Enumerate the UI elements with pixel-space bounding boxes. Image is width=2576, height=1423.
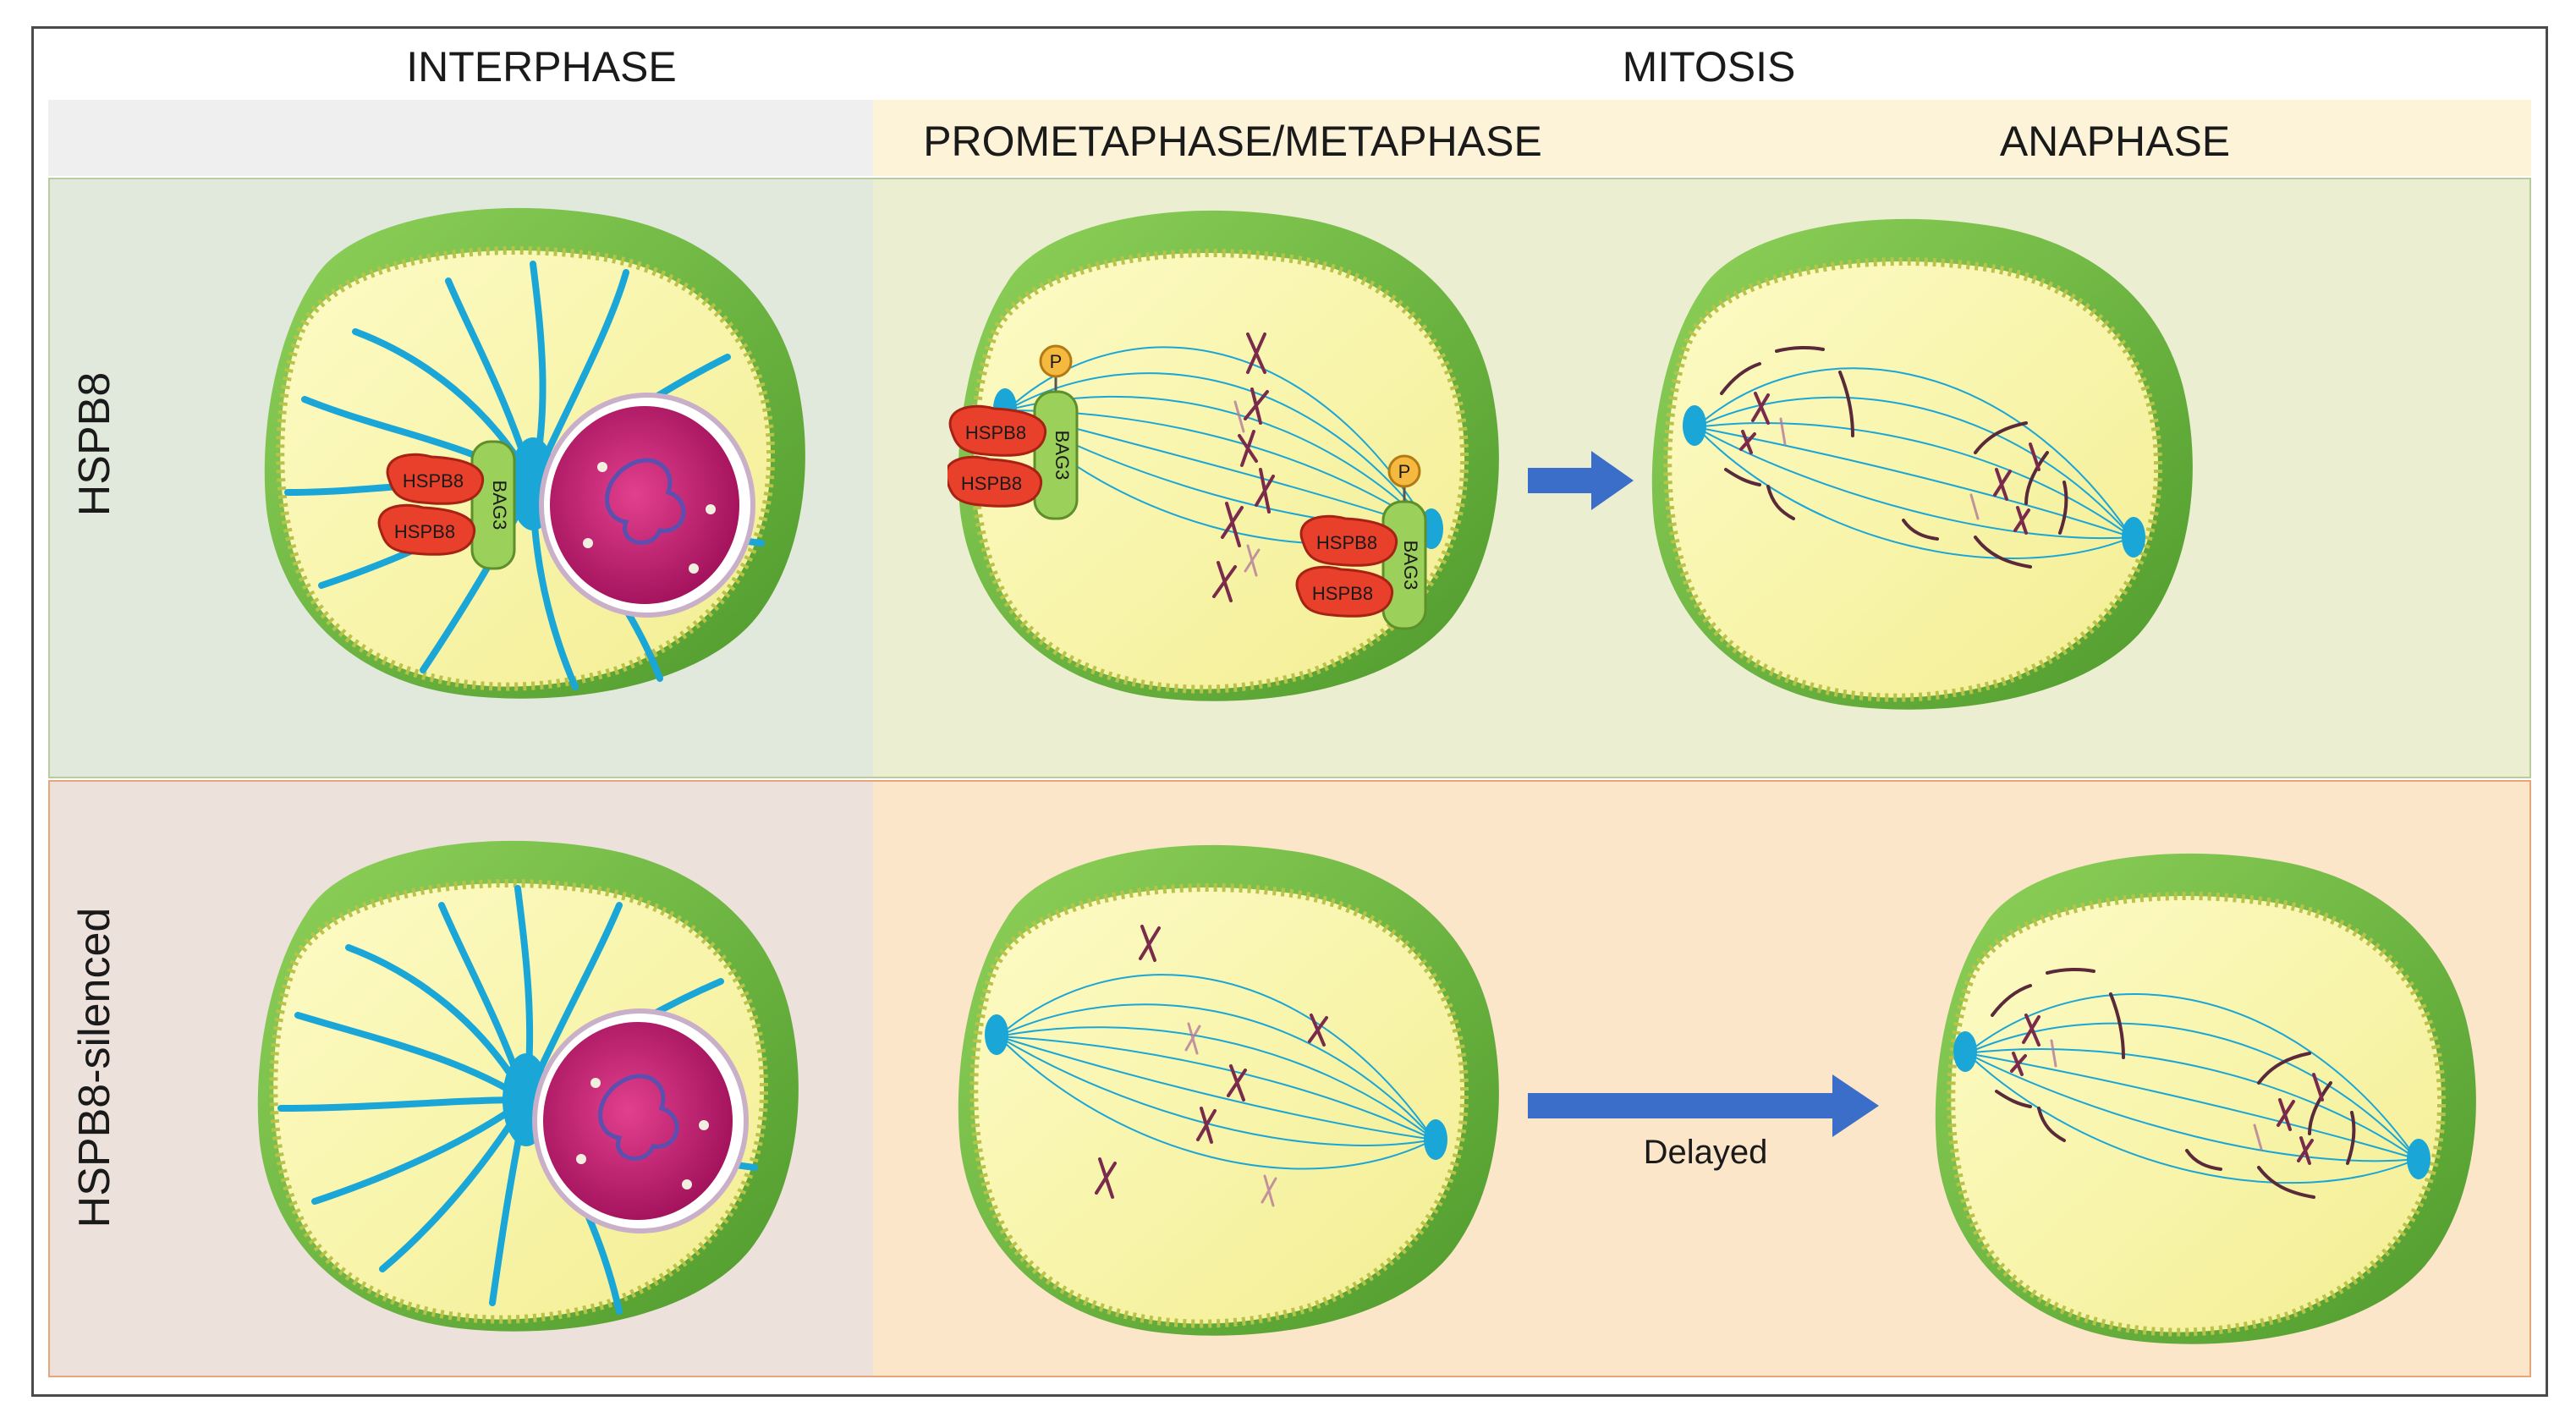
cell-prometaphase-hspb8: P BAG3 HSPB8 HSPB8 P BAG3 HSPB8 HSPB8: [947, 190, 1506, 715]
hspb8-label: HSPB8: [965, 422, 1026, 443]
cell-anaphase-silenced: [1925, 833, 2483, 1358]
progression-arrow-top: [1528, 447, 1638, 519]
hspb8-label: HSPB8: [1312, 583, 1373, 604]
header-anaphase: ANAPHASE: [1999, 118, 2231, 165]
cell-anaphase-hspb8: [1641, 199, 2200, 723]
header-interphase: INTERPHASE: [406, 43, 677, 91]
bag3-label: BAG3: [489, 481, 510, 530]
subheader-band-interphase: [48, 100, 873, 176]
subheader-band-mitosis: [873, 100, 2531, 176]
row-label-hspb8: HSPB8: [70, 371, 119, 517]
hspb8-label: HSPB8: [961, 473, 1022, 494]
cell-interphase-silenced: [247, 821, 805, 1345]
phospho-label: P: [1050, 351, 1063, 372]
header-prometaphase-metaphase: PROMETAPHASE/METAPHASE: [923, 118, 1542, 165]
bag3-label: BAG3: [1052, 431, 1073, 481]
progression-arrow-delayed: [1528, 1068, 1883, 1148]
hspb8-label: HSPB8: [394, 521, 455, 542]
phospho-label: P: [1398, 461, 1411, 482]
cell-interphase-hspb8: BAG3 HSPB8 HSPB8: [254, 188, 812, 712]
hspb8-label: HSPB8: [403, 470, 464, 492]
cell-prometaphase-silenced: [947, 825, 1506, 1349]
row-label-hspb8-silenced: HSPB8-silenced: [70, 907, 119, 1228]
header-mitosis: MITOSIS: [1622, 43, 1796, 91]
delayed-label: Delayed: [1643, 1134, 1768, 1171]
hspb8-label: HSPB8: [1316, 532, 1377, 553]
bag3-label: BAG3: [1400, 541, 1421, 591]
